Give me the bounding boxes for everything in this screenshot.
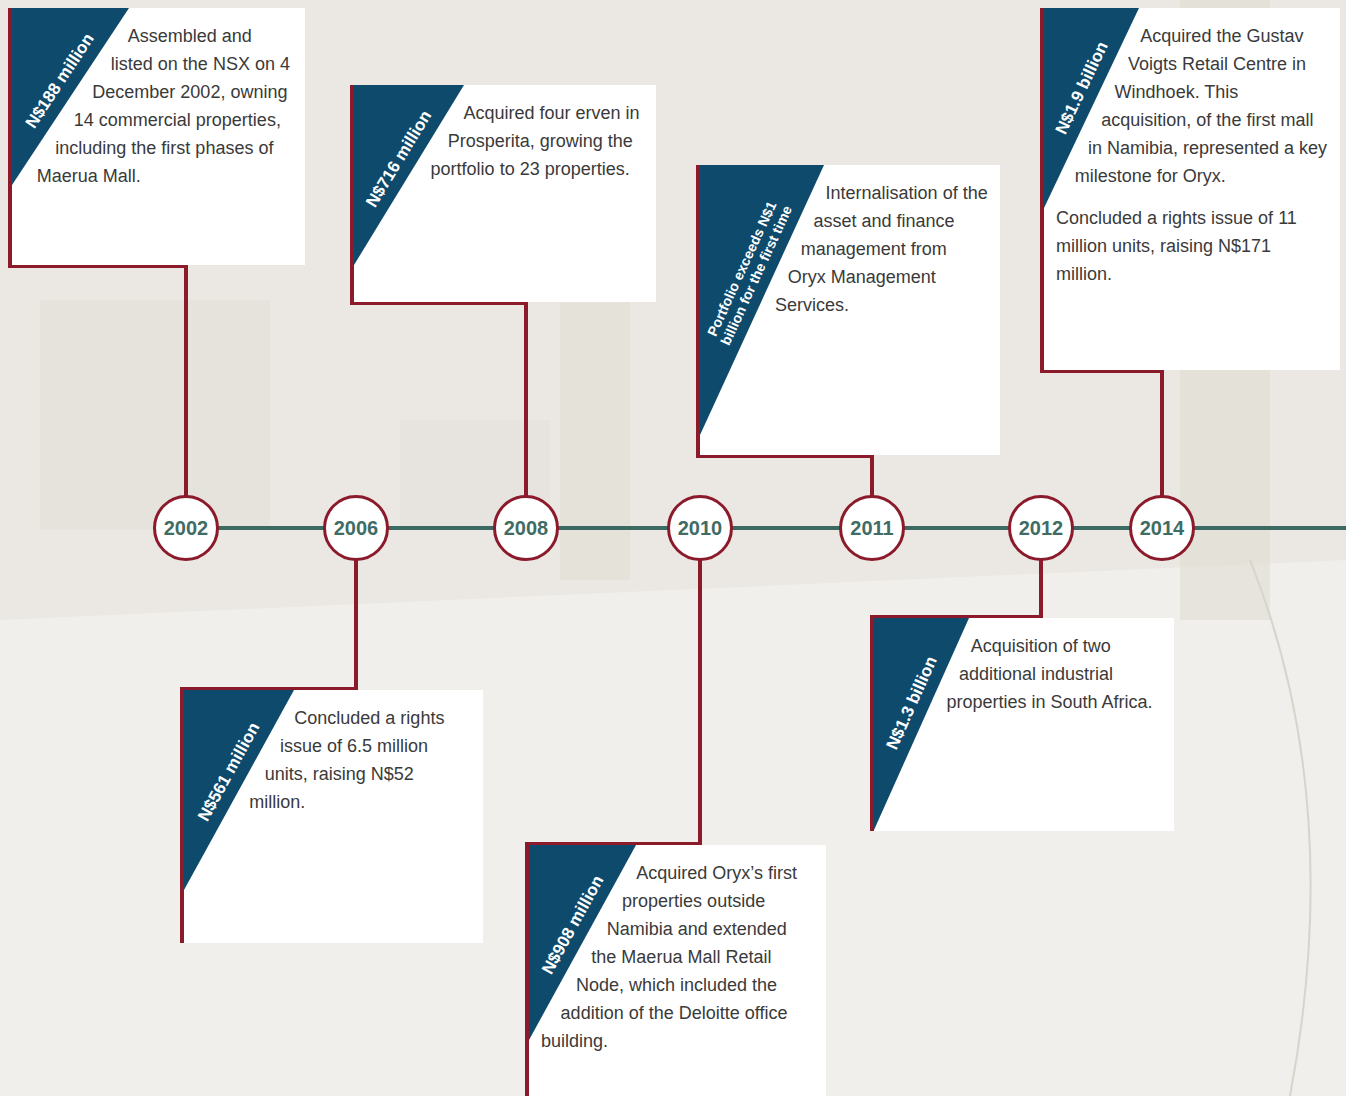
value-triangle [184, 690, 294, 890]
background-floor [0, 560, 1346, 1096]
leader-line [698, 456, 872, 495]
value-banner [184, 690, 294, 890]
milestone-box: N$908 millionAcquired Oryx’s first prope… [525, 845, 826, 1096]
year-label: 2012 [1019, 517, 1064, 540]
year-marker: 2010 [667, 495, 733, 561]
year-marker: 2011 [839, 495, 905, 561]
leader-line [10, 266, 186, 495]
milestone-box: N$188 millionAssembled and listed on the… [8, 8, 305, 265]
milestone-box: N$716 millionAcquired four erven in Pros… [350, 85, 656, 302]
year-marker: 2014 [1129, 495, 1195, 561]
milestone-text: Assembled and listed on the NSX on 4 Dec… [24, 22, 293, 190]
leader-line [527, 561, 700, 844]
year-label: 2014 [1140, 517, 1185, 540]
leader-line [1042, 371, 1162, 495]
leader-line [182, 561, 356, 689]
year-label: 2002 [164, 517, 209, 540]
milestone-box: N$561 millionConcluded a rights issue of… [180, 690, 483, 943]
year-label: 2008 [504, 517, 549, 540]
year-marker: 2012 [1008, 495, 1074, 561]
value-banner [874, 618, 969, 830]
year-marker: 2002 [153, 495, 219, 561]
leader-line [872, 561, 1041, 617]
year-label: 2006 [334, 517, 379, 540]
milestone-text: Concluded a rights issue of 11 million u… [1056, 204, 1328, 288]
year-label: 2011 [850, 517, 893, 540]
milestone-box: N$1.3 billionAcquisition of two addition… [870, 618, 1174, 831]
leader-line [352, 303, 526, 495]
year-marker: 2008 [493, 495, 559, 561]
milestone-box: Portfolio exceeds N$1 billion for the fi… [696, 165, 1000, 455]
year-label: 2010 [678, 517, 723, 540]
background-arc [1250, 560, 1311, 1096]
value-triangle [874, 618, 969, 830]
milestone-box: N$1.9 billionAcquired the Gustav Voigts … [1040, 8, 1340, 370]
year-marker: 2006 [323, 495, 389, 561]
background-shopfront [40, 300, 270, 530]
